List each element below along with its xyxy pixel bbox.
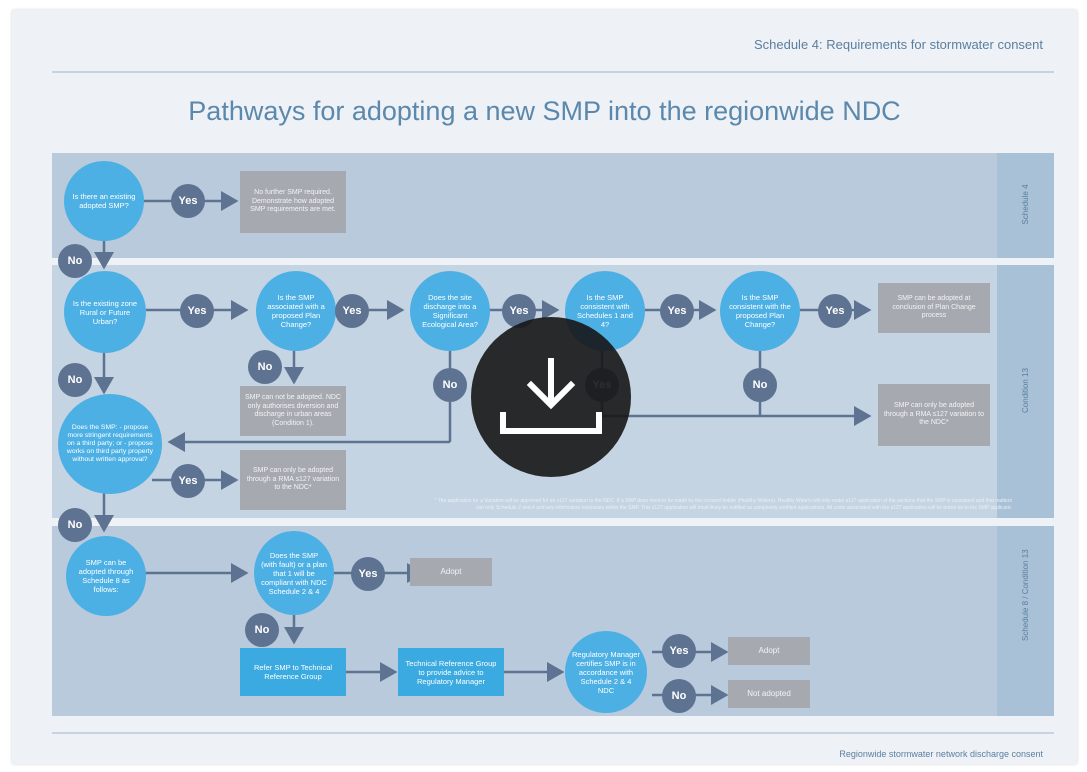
answer-yes-pill: Yes xyxy=(351,557,385,591)
outcome-variation-2: SMP can only be adopted through a RMA s1… xyxy=(240,450,346,510)
band-schedule-8 xyxy=(52,526,997,716)
side-column-schedule-8 xyxy=(997,526,1054,716)
answer-yes-pill: Yes xyxy=(662,634,696,668)
answer-yes-pill: Yes xyxy=(660,294,694,328)
outcome-conclusion-plan-change: SMP can be adopted at conclusion of Plan… xyxy=(878,283,990,333)
answer-yes-pill: Yes xyxy=(180,294,214,328)
band-schedule-4 xyxy=(52,153,997,258)
side-column-condition-13 xyxy=(997,265,1054,518)
answer-no-pill: No xyxy=(58,363,92,397)
answer-no-pill: No xyxy=(433,368,467,402)
decision-schedule-8: SMP can be adopted through Schedule 8 as… xyxy=(66,536,146,616)
download-button[interactable] xyxy=(471,317,631,477)
answer-no-pill: No xyxy=(248,350,282,384)
outcome-no-further-smp: No further SMP required. Demonstrate how… xyxy=(240,171,346,233)
outcome-refer-trg: Refer SMP to Technical Reference Group xyxy=(240,648,346,696)
outcome-trg-advice: Technical Reference Group to provide adv… xyxy=(398,648,504,696)
outcome-variation-1: SMP can only be adopted through a RMA s1… xyxy=(878,384,990,446)
decision-plan-change: Is the SMP associated with a proposed Pl… xyxy=(256,271,336,351)
decision-regulatory-manager: Regulatory Manager certifies SMP is in a… xyxy=(565,631,647,713)
answer-yes-pill: Yes xyxy=(335,294,369,328)
decision-third-party: Does the SMP: - propose more stringent r… xyxy=(58,394,162,494)
answer-yes-pill: Yes xyxy=(818,294,852,328)
answer-yes-pill: Yes xyxy=(171,464,205,498)
page-title: Pathways for adopting a new SMP into the… xyxy=(188,96,901,126)
footnote-text: * The application for a Variation will b… xyxy=(434,498,1012,511)
schedule-heading: Schedule 4: Requirements for stormwater … xyxy=(753,37,1043,52)
outcome-not-adopted-ndc: SMP can not be adopted. NDC only authori… xyxy=(240,386,346,436)
answer-yes-pill: Yes xyxy=(171,184,205,218)
download-icon xyxy=(500,358,602,434)
answer-no-pill: No xyxy=(743,368,777,402)
decision-checklist: Does the SMP (with fault) or a plan that… xyxy=(254,531,334,615)
footer-text: Regionwide stormwater network discharge … xyxy=(839,749,1043,759)
answer-no-pill: No xyxy=(58,508,92,542)
decision-discharge-sea: Does the site discharge into a Significa… xyxy=(410,271,490,351)
answer-no-pill: No xyxy=(245,613,279,647)
side-column-schedule-4 xyxy=(997,153,1054,258)
outcome-adopt-2: Adopt xyxy=(728,637,810,665)
decision-consistent-plan-change: Is the SMP consistent with the proposed … xyxy=(720,271,800,351)
answer-no-pill: No xyxy=(662,679,696,713)
decision-zone-rural: Is the existing zone Rural or Future Urb… xyxy=(64,271,146,353)
header-rule xyxy=(52,71,1054,73)
answer-no-pill: No xyxy=(58,244,92,278)
footer-rule xyxy=(52,732,1054,734)
outcome-not-adopted: Not adopted xyxy=(728,680,810,708)
document-page: Schedule 4: Requirements for stormwater … xyxy=(12,10,1077,764)
decision-existing-smp: Is there an existing adopted SMP? xyxy=(64,161,144,241)
outcome-adopt-1: Adopt xyxy=(410,558,492,586)
